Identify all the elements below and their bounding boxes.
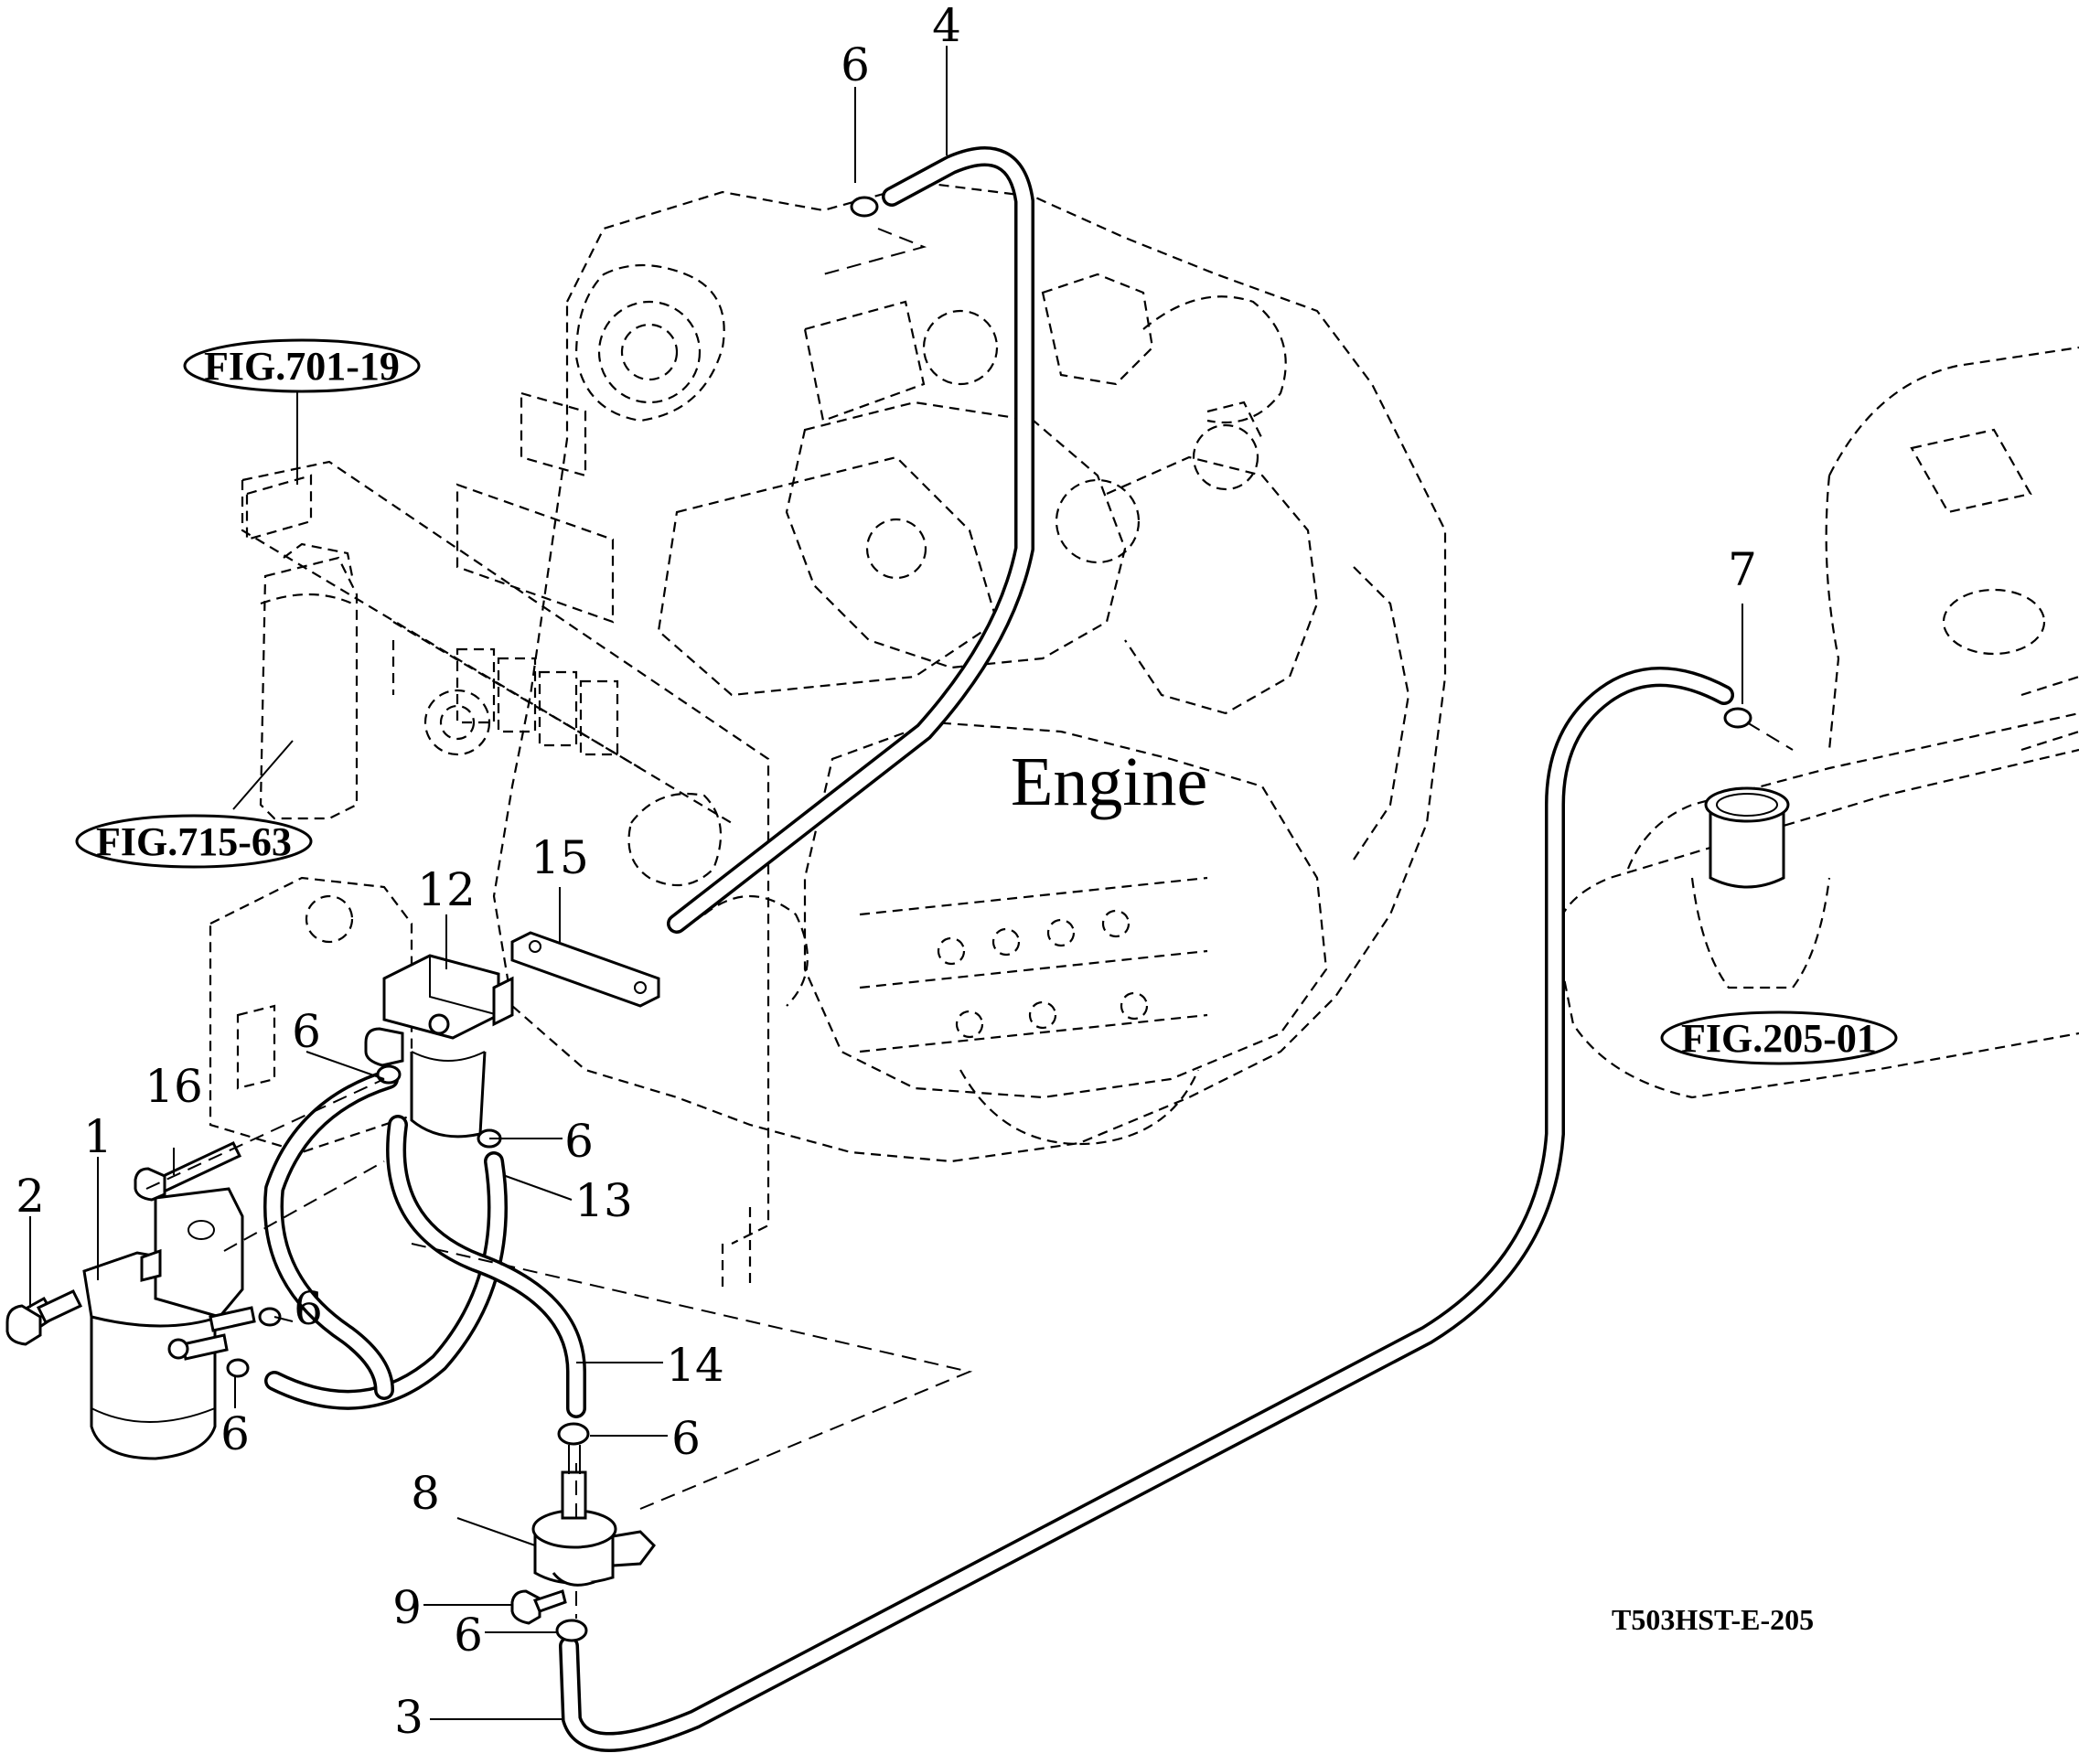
- callout-6-filter-left: 6: [292, 1005, 321, 1058]
- fuel-tank-outline: [1553, 346, 2079, 1099]
- hose-14: [386, 1115, 586, 1418]
- callout-6-filter1-upper: 6: [294, 1282, 323, 1335]
- callout-8: 8: [411, 1467, 440, 1520]
- hose-3-supply: [559, 667, 1734, 1752]
- filter-bowl-12: [410, 1051, 487, 1139]
- callout-4: 4: [932, 0, 961, 52]
- frame-block-outline: [209, 876, 413, 1154]
- bolt-9: [510, 1589, 567, 1625]
- hose-4-return: [667, 146, 1034, 934]
- callout-12: 12: [417, 863, 476, 916]
- fig-ref-205-01-label: FIG.205-01: [1681, 1016, 1877, 1061]
- engine-bracket-outline: [241, 391, 770, 1289]
- fuel-pump-8: [531, 1445, 656, 1587]
- callout-6-pump-bottom: 6: [454, 1609, 483, 1662]
- fig-ref-701-19[interactable]: FIG.701-19: [183, 338, 421, 393]
- drawing-code: T503HST-E-205: [1612, 1603, 1814, 1636]
- callout-2: 2: [16, 1170, 45, 1223]
- hydraulic-filter-outline: [245, 474, 359, 820]
- fig-ref-701-19-label: FIG.701-19: [204, 344, 400, 389]
- callout-1: 1: [83, 1110, 113, 1163]
- callout-3: 3: [394, 1691, 423, 1744]
- hose-clamps: [226, 196, 1752, 1642]
- callout-9: 9: [392, 1581, 422, 1634]
- fig-ref-715-63[interactable]: FIG.715-63: [75, 814, 313, 869]
- tank-filler-neck: [1704, 786, 1790, 889]
- dashed-connection-lines: [145, 228, 1794, 1619]
- callout-6-filter1-lower: 6: [220, 1407, 250, 1460]
- callout-16: 16: [145, 1060, 203, 1113]
- bracket-15: [510, 931, 660, 1008]
- part-callouts: 1 2 3 4 6 6 6 6 6 6 6 7 8 9 12 13 14 15 …: [16, 0, 1757, 1744]
- hose-13: [264, 1151, 508, 1410]
- callout-15: 15: [530, 831, 589, 884]
- filter-head-12: [364, 954, 514, 1067]
- fig-ref-205-01[interactable]: FIG.205-01: [1660, 1010, 1898, 1065]
- callout-6-filter-right: 6: [564, 1115, 594, 1168]
- leader-lines: [29, 46, 1743, 1720]
- bolt-2: [5, 1289, 83, 1346]
- callout-6-pump-top: 6: [671, 1412, 701, 1465]
- engine-outline: [423, 181, 1447, 1163]
- callout-7: 7: [1728, 543, 1757, 596]
- callout-13: 13: [574, 1174, 633, 1227]
- callout-14: 14: [666, 1339, 724, 1392]
- hose-return-loop: [263, 1069, 399, 1400]
- fuel-filter-1: [82, 1187, 256, 1460]
- engine-label: Engine: [1011, 743, 1207, 820]
- callout-6-top: 6: [841, 38, 870, 91]
- fig-ref-715-63-label: FIG.715-63: [96, 819, 292, 864]
